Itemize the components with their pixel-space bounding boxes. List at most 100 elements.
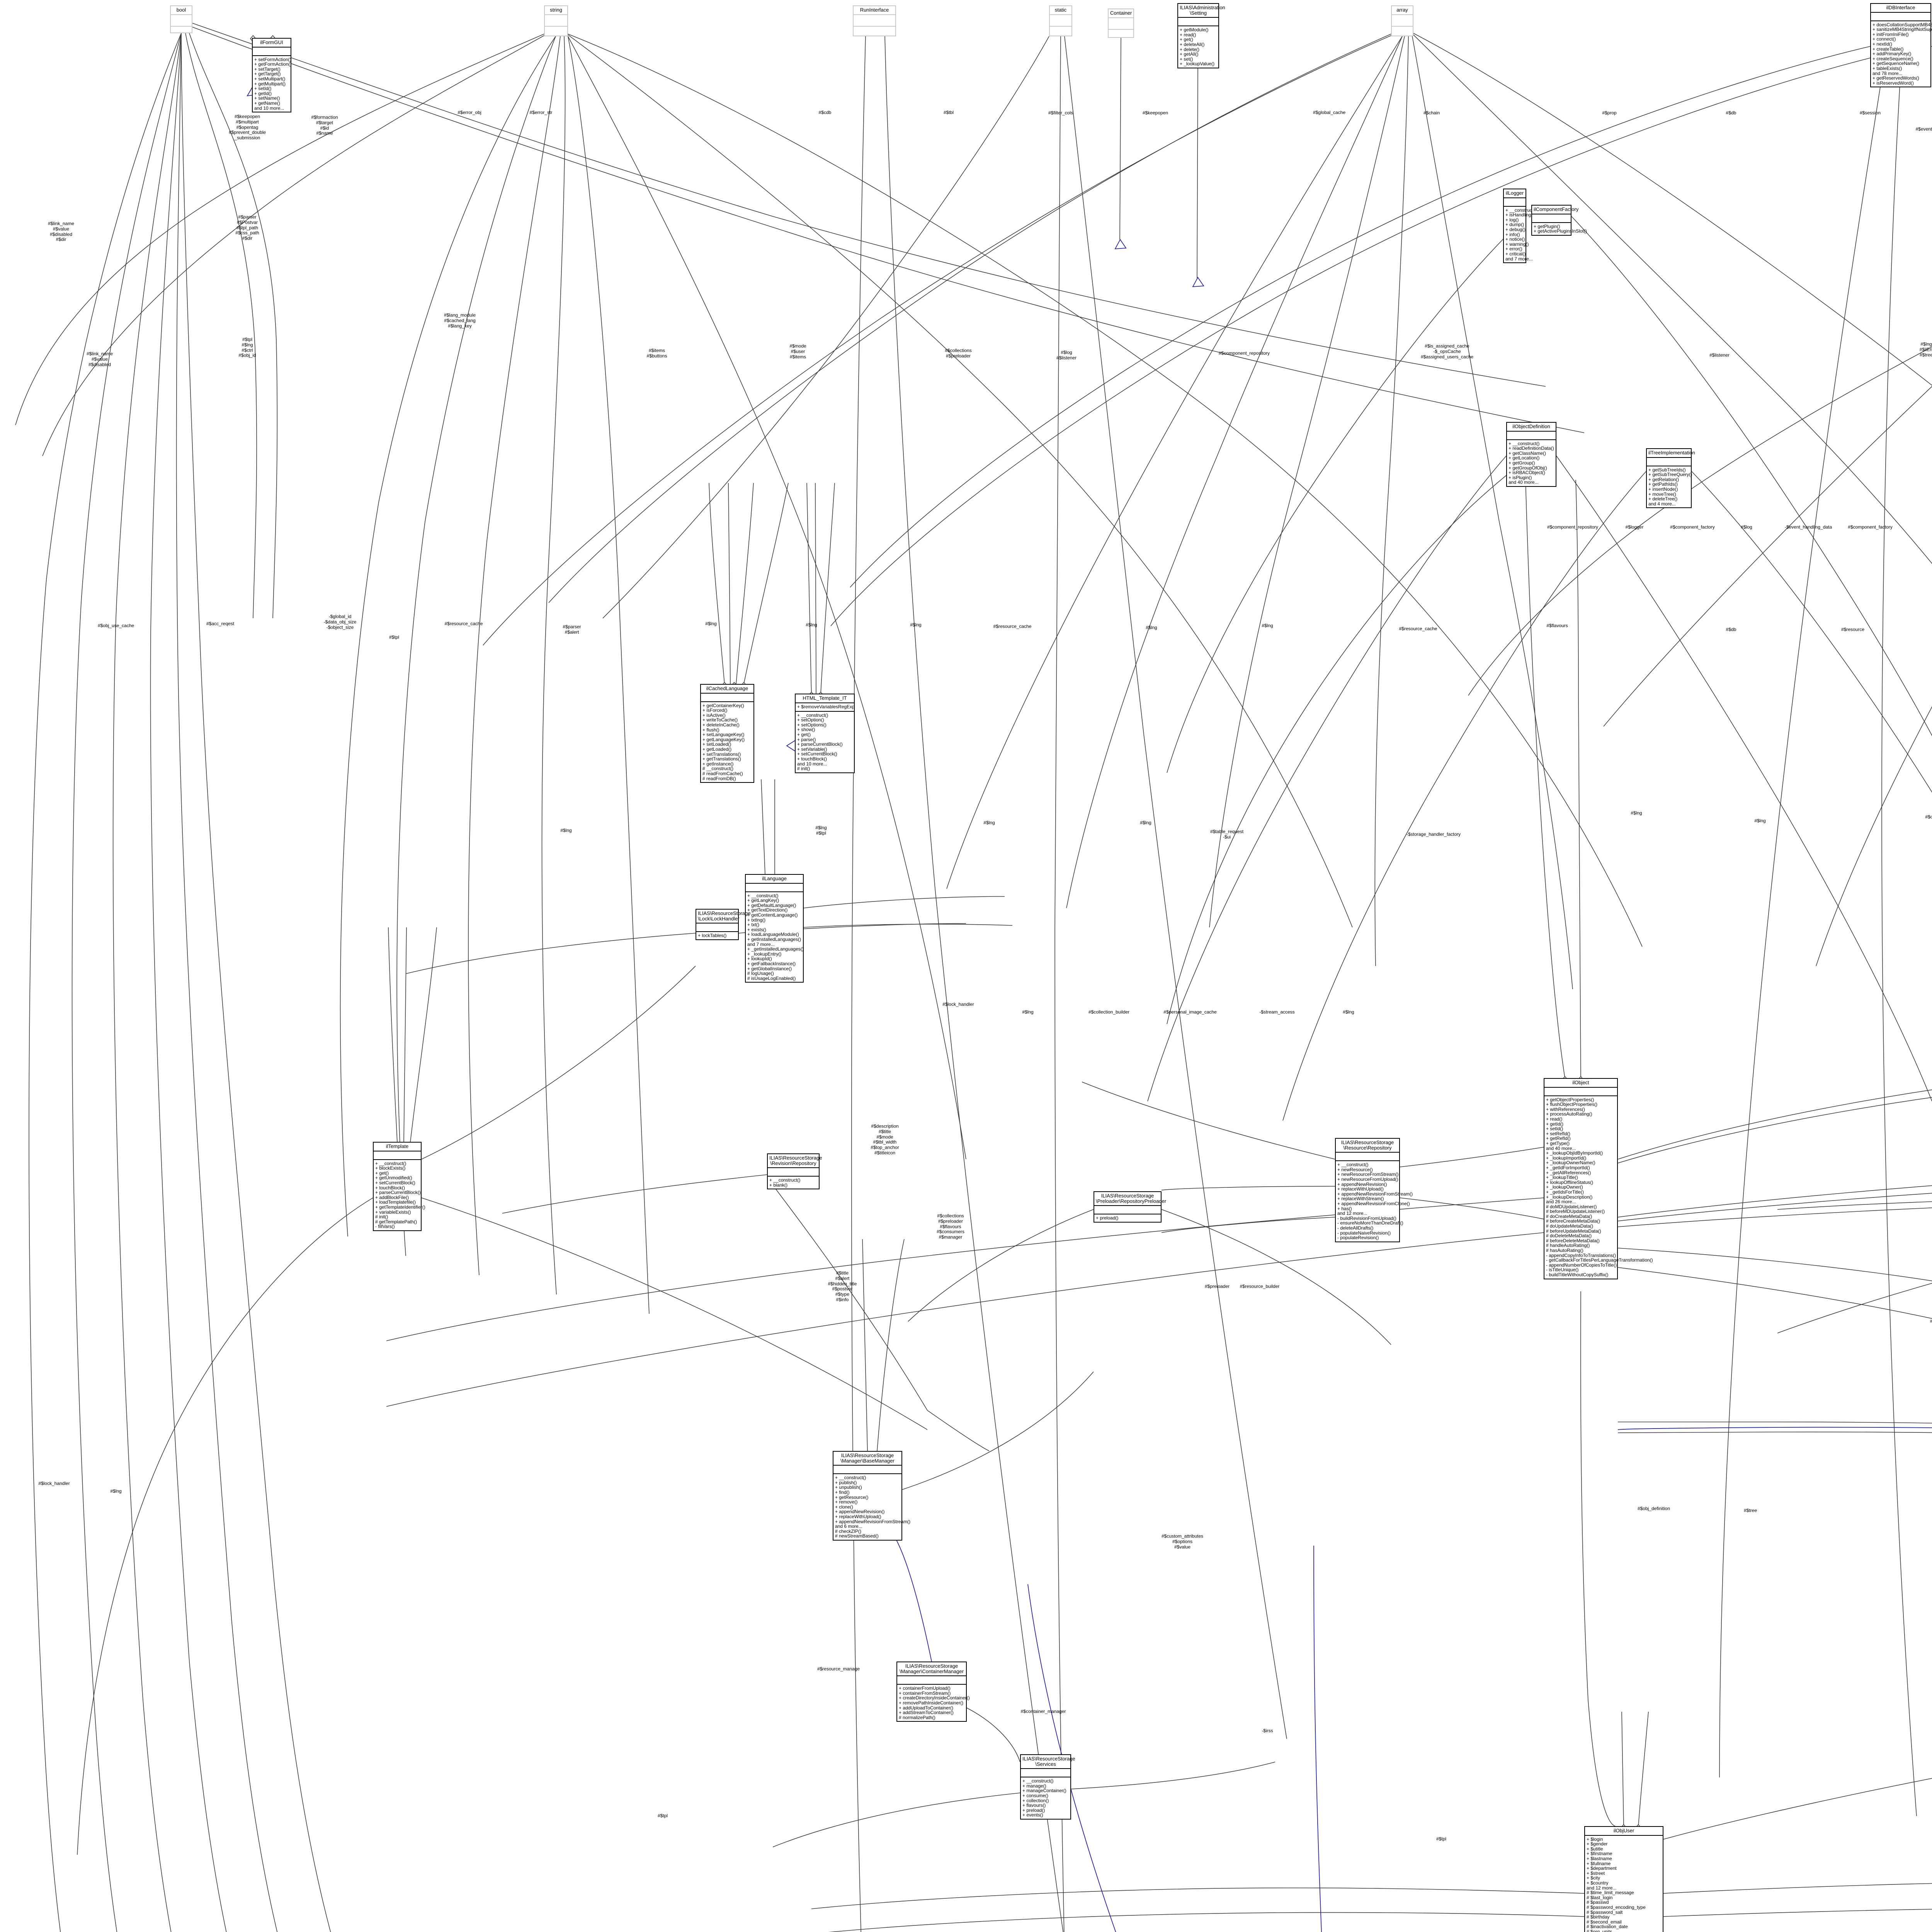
class-operation-row: + appendNewRevision()	[1337, 1181, 1387, 1187]
class-node-ilcachedlanguage[interactable]: ilCachedLanguage+ getContainerKey()+ isF…	[700, 684, 754, 783]
class-node-ildbinterface[interactable]: ilDBInterface+ doesCollationSupportMB4St…	[1870, 3, 1932, 88]
class-operation-row: + flushObjectProperties()	[1546, 1102, 1598, 1107]
class-operation-row: + __construct()	[1022, 1778, 1054, 1784]
class-node-attributes	[854, 15, 895, 27]
class-attribute-row: # $time_limit_message	[1587, 1890, 1634, 1896]
class-operation-row: and 12 more...	[1337, 1211, 1367, 1216]
class-node-operations: + getModule()+ read()+ get()+ deleteAll(…	[1178, 26, 1218, 68]
class-operation-row: + getObjectProperties()	[1546, 1097, 1594, 1102]
class-operation-row: + replaceWithUpload()	[835, 1514, 881, 1520]
class-operation-row: + getUnmodified()	[375, 1175, 412, 1181]
class-operation-row: + withReferences()	[1546, 1106, 1585, 1112]
class-node-iltemplate[interactable]: ilTemplate+ __construct()+ blockExists()…	[373, 1142, 425, 1231]
edge-label: #$log	[1741, 524, 1752, 530]
class-node-ilrepositorypreloader[interactable]: ILIAS\ResourceStorage \Preloader\Reposit…	[1094, 1191, 1166, 1223]
class-attribute-row: + $utitle	[1587, 1846, 1603, 1852]
edge-label: #$lang_module #$cached_lang #$lang_key	[444, 312, 476, 328]
class-node-attributes	[1050, 15, 1071, 27]
class-node-string[interactable]: string	[544, 5, 568, 36]
class-operation-row: + replaceWithUpload()	[1337, 1186, 1384, 1192]
class-operation-row: + exists()	[747, 927, 767, 932]
class-attribute-row: # $last_login	[1587, 1895, 1613, 1900]
class-node-title: static	[1050, 6, 1071, 15]
class-operation-row: + getMultipart()	[254, 81, 286, 87]
class-operation-row: - populateNaiveRevision()	[1337, 1230, 1391, 1236]
class-operation-row: + __construct()	[1509, 440, 1540, 446]
edge-label: #$lng	[110, 1488, 122, 1494]
class-node-operations: + __construct()+ isHandling()+ log()+ du…	[1504, 207, 1537, 263]
edge-label: #$lng	[1022, 1009, 1034, 1015]
class-operation-row: + getSequenceName()	[1872, 61, 1920, 66]
class-operation-row: + delete()	[1180, 46, 1200, 52]
edge-label: #$obj_definition	[1637, 1506, 1670, 1512]
class-operation-row: + getPathIds()	[1648, 481, 1678, 487]
class-node-attributes	[768, 1168, 819, 1177]
class-node-ilresourcestoragerepos[interactable]: ILIAS\ResourceStorage \Resource\Reposito…	[1335, 1138, 1413, 1242]
edge-label: #$link_name #$value #$disabled	[86, 351, 113, 367]
class-operation-row: + tableExists()	[1872, 65, 1902, 71]
class-operation-row: + _lookupOwner()	[1546, 1184, 1583, 1190]
edge-label: #$lock_handler	[38, 1481, 70, 1486]
class-node-cont[interactable]: Container	[1108, 9, 1134, 38]
class-node-illockhandler[interactable]: ILIAS\ResourceStorage \Lock\LockHandler+…	[696, 909, 751, 940]
class-attribute-row: and 12 more...	[1587, 1885, 1617, 1891]
class-operation-row: + getLanguageKey()	[702, 736, 745, 742]
class-node-bool[interactable]: bool	[170, 5, 192, 33]
class-operation-row: # beforeUpdateMetaData()	[1546, 1228, 1601, 1234]
class-operation-row: + readDefinitionData()	[1509, 446, 1554, 451]
class-operation-row: + critical()	[1505, 251, 1526, 257]
edge-label: #$is_assigned_cache -$_opsCache #$assign…	[1420, 343, 1474, 359]
class-node-static[interactable]: static	[1049, 5, 1072, 36]
edge-label: #$component_factory	[1670, 524, 1715, 530]
edge-label: #$lock_handler	[942, 1002, 974, 1007]
class-node-attributes	[1336, 1153, 1399, 1162]
edge-label: #$lng #$tpl	[815, 825, 827, 836]
class-node-htmltemplateit[interactable]: HTML_Template_IT+ $removeVariablesRegExp…	[795, 694, 855, 773]
class-operation-row: and 40 more...	[1509, 480, 1539, 485]
edge-label: #$table_request -$ui	[1210, 829, 1244, 840]
edge-label: #$keepopen	[1142, 110, 1168, 116]
class-node-ilbasemanager[interactable]: ILIAS\ResourceStorage \Manager\BaseManag…	[833, 1451, 910, 1541]
class-node-runif[interactable]: RunInterface	[853, 5, 896, 36]
class-node-ilias_setting[interactable]: ILIAS\Administration \Setting+ getModule…	[1177, 3, 1225, 69]
class-operation-row: + setTranslations()	[702, 751, 741, 757]
class-attribute-row: + $login	[1587, 1836, 1603, 1842]
class-node-title: HTML_Template_IT	[796, 694, 854, 703]
class-operation-row: + appendNewRevisionFromClone()	[1337, 1201, 1410, 1207]
class-operation-row: + clone()	[835, 1504, 854, 1510]
edge-label: #$preloader	[1204, 1284, 1230, 1289]
class-operation-row: + _lookupTitle()	[1546, 1175, 1578, 1180]
class-operation-row: + _lookupDescription()	[1546, 1194, 1593, 1200]
class-node-ilformgui[interactable]: ilFormGUI+ setFormAction()+ getFormActio…	[252, 38, 291, 113]
class-node-attributes	[1094, 1206, 1161, 1215]
class-attribute-row: + $department	[1587, 1866, 1617, 1871]
class-operation-row: + newResourceFromUpload()	[1337, 1177, 1398, 1182]
class-node-illanguage[interactable]: ilLanguage+ __construct()+ getLangKey()+…	[745, 874, 804, 983]
class-node-array[interactable]: array	[1391, 5, 1413, 36]
class-node-iltreeimplementation[interactable]: ilTreeImplementation+ getSubTreeIds()+ g…	[1646, 448, 1695, 509]
edge-label: #$lng	[1631, 810, 1642, 816]
class-node-title: ilObject	[1544, 1079, 1617, 1088]
class-operation-row: + appendNewRevision()	[835, 1509, 885, 1515]
class-attribute-row: # $birthday	[1587, 1914, 1610, 1920]
class-operation-row: + getModule()	[1180, 27, 1209, 33]
class-node-ilcomponentfactory[interactable]: ilComponentFactory+ getPlugin()+ getActi…	[1531, 205, 1587, 236]
class-node-ilrssservices[interactable]: ILIAS\ResourceStorage \Services+ __const…	[1020, 1754, 1075, 1820]
class-node-ilcontainermanager[interactable]: ILIAS\ResourceStorage \Manager\Container…	[896, 1662, 970, 1722]
class-node-operations: + __construct()+ setOption()+ setOptions…	[796, 712, 854, 772]
class-operation-row: + getContainerKey()	[702, 702, 744, 708]
class-node-ilprivaterepository[interactable]: ILIAS\ResourceStorage \Revision\Reposito…	[767, 1153, 822, 1190]
class-node-illogger[interactable]: ilLogger+ __construct()+ isHandling()+ l…	[1503, 189, 1537, 264]
class-operation-row: + addPrimaryKey()	[1872, 51, 1912, 57]
class-attribute-row: + $gender	[1587, 1841, 1608, 1847]
class-operation-row: + __construct()	[1505, 207, 1537, 213]
class-node-ilobjectdefinition[interactable]: ilObjectDefinition+ __construct()+ readD…	[1506, 422, 1556, 487]
class-node-ilobject[interactable]: ilObject + getObjectProperties()+ flushOb…	[1544, 1078, 1653, 1279]
edge-label: #$obj_id	[1925, 814, 1932, 820]
class-operation-row: + getLoaded()	[702, 746, 732, 752]
class-node-ilobjuser[interactable]: ilObjUser+ $login+ $gender+ $utitle+ $fi…	[1584, 1826, 1663, 1932]
class-operation-row: + getPlugin()	[1534, 223, 1560, 229]
class-operation-row: + addStreamToContainer()	[899, 1710, 954, 1716]
edge-label: #$collections #$preloader	[945, 348, 972, 359]
class-attribute-row: # $second_email	[1587, 1919, 1622, 1925]
